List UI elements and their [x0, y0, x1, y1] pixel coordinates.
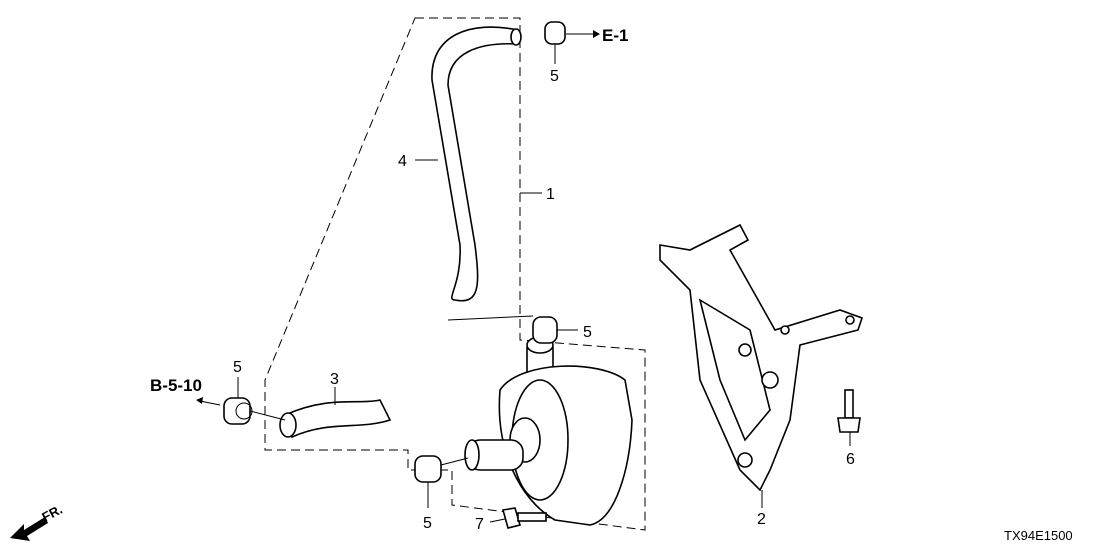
- callout-7: 7: [475, 516, 484, 533]
- callout-6: 6: [846, 451, 855, 468]
- callout-5-top: 5: [550, 68, 559, 85]
- clip-top: [544, 21, 600, 64]
- electric-water-pump: [464, 336, 633, 526]
- reference-b-5-10[interactable]: B-5-10: [150, 376, 202, 395]
- group-outline: [264, 17, 646, 531]
- callout-1: 1: [546, 186, 555, 203]
- bolt-6: [837, 389, 861, 446]
- pump-bracket: [659, 223, 864, 508]
- clip-pump-inlet: [532, 316, 578, 344]
- callout-5-left: 5: [233, 359, 242, 376]
- clip-left: [196, 377, 286, 425]
- clip-pump-outlet: [414, 455, 469, 508]
- callout-4: 4: [398, 153, 407, 170]
- reference-e1[interactable]: E-1: [602, 26, 628, 45]
- front-arrow-icon: FR.: [10, 502, 65, 541]
- callout-5-outlet: 5: [423, 515, 432, 532]
- lower-hose: [279, 399, 392, 439]
- callout-5-inlet: 5: [583, 324, 592, 341]
- bolt-7: [489, 507, 547, 529]
- callout-3: 3: [330, 371, 339, 388]
- upper-hose: [431, 26, 522, 302]
- diagram-code: TX94E1500: [1004, 528, 1073, 543]
- callout-2: 2: [757, 511, 766, 528]
